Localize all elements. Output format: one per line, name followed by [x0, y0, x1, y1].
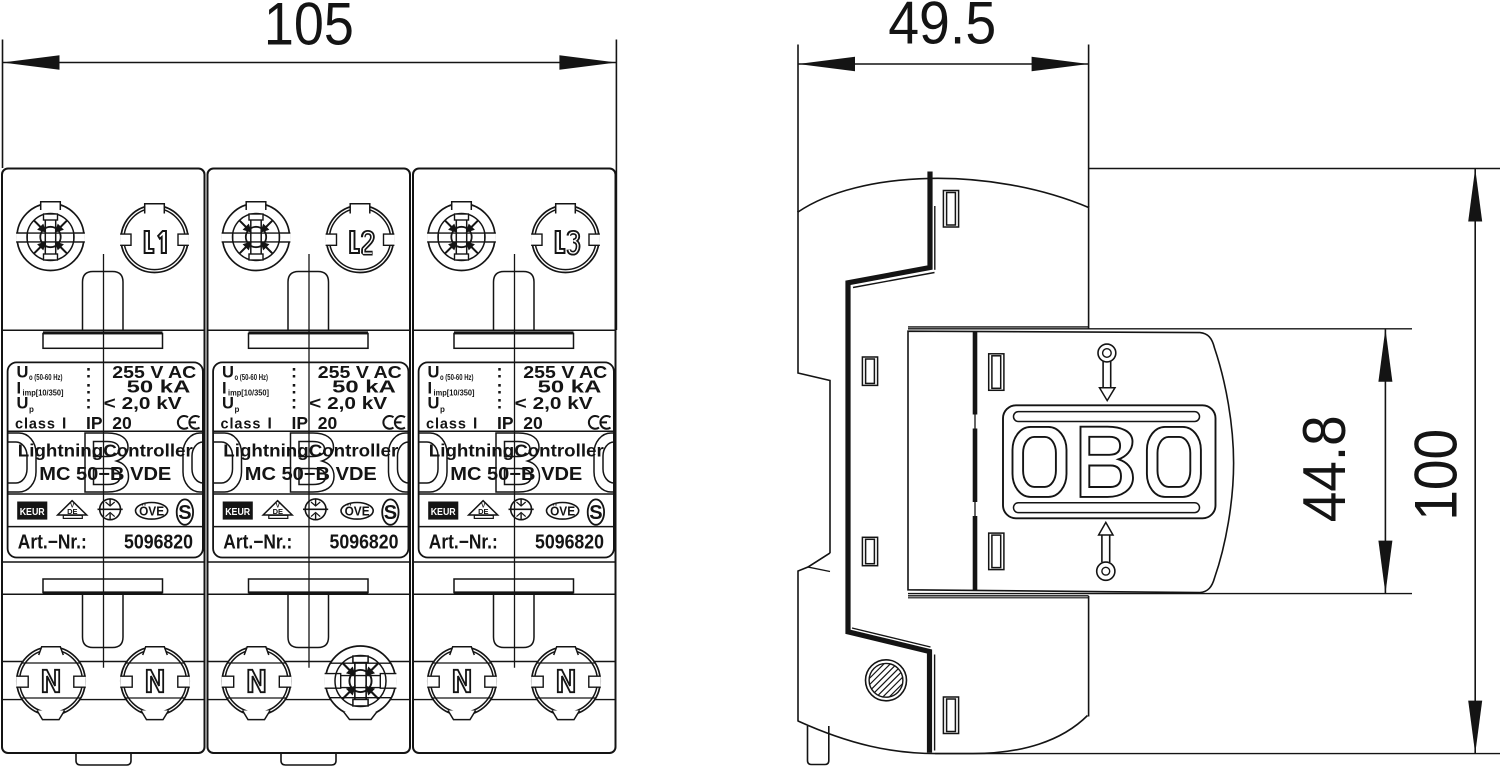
svg-text:100: 100 — [1403, 429, 1470, 521]
svg-text:44.8: 44.8 — [1291, 415, 1358, 522]
svg-text:49.5: 49.5 — [888, 0, 996, 57]
svg-text:105: 105 — [264, 0, 354, 58]
